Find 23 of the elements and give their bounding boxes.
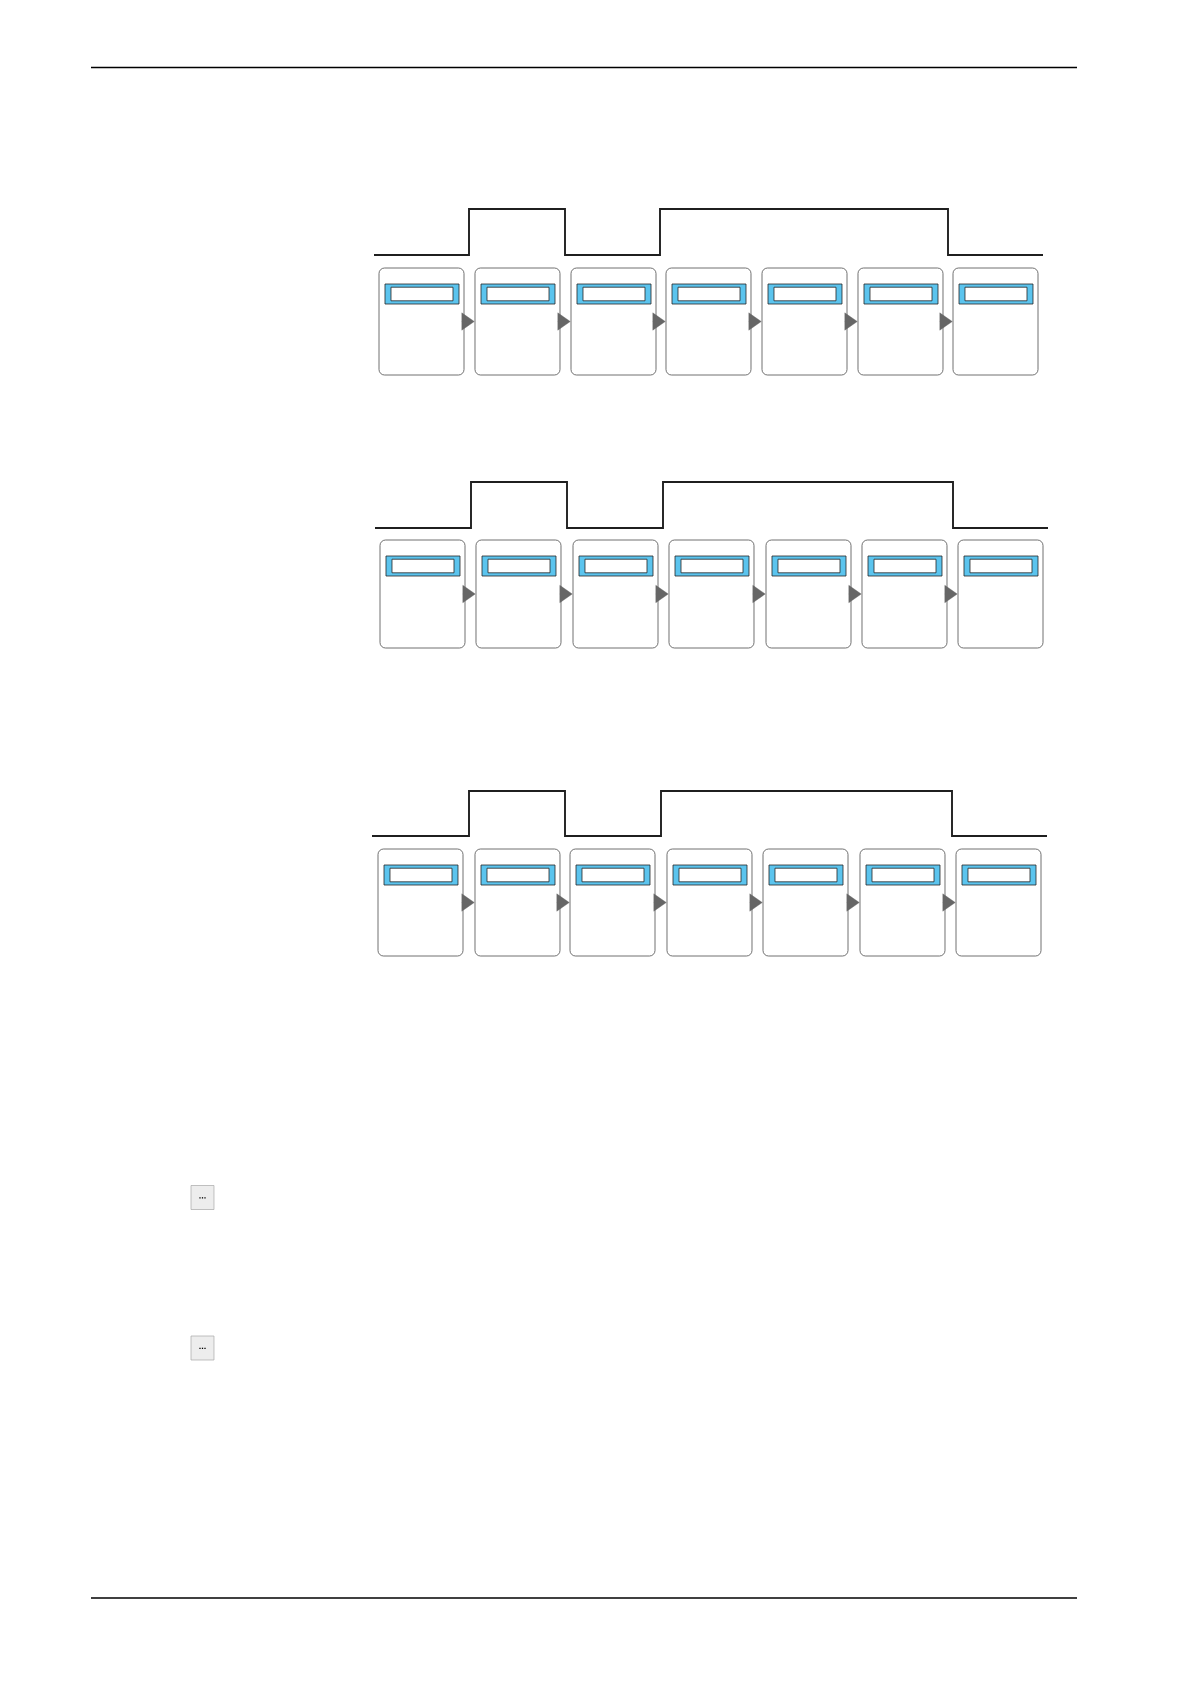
arrow xyxy=(939,312,953,331)
arrow xyxy=(942,893,956,912)
arrow xyxy=(461,893,475,912)
arrow xyxy=(652,312,666,331)
arrow xyxy=(752,585,766,603)
screen-box xyxy=(957,539,1044,649)
arrow xyxy=(655,585,669,603)
arrow xyxy=(749,893,763,912)
arrow xyxy=(461,312,475,331)
arrow xyxy=(559,585,573,603)
screen-box xyxy=(955,848,1042,957)
arrow xyxy=(846,893,860,912)
arrow xyxy=(557,312,571,331)
arrow xyxy=(944,585,958,603)
arrow xyxy=(748,312,762,331)
arrow xyxy=(653,893,667,912)
ellipsis-button: ... xyxy=(190,1185,215,1210)
arrow xyxy=(556,893,570,912)
arrow xyxy=(848,585,862,603)
arrow xyxy=(462,585,476,603)
screen-box xyxy=(952,267,1039,376)
ellipsis-button: ... xyxy=(190,1335,215,1361)
arrow xyxy=(844,312,858,331)
